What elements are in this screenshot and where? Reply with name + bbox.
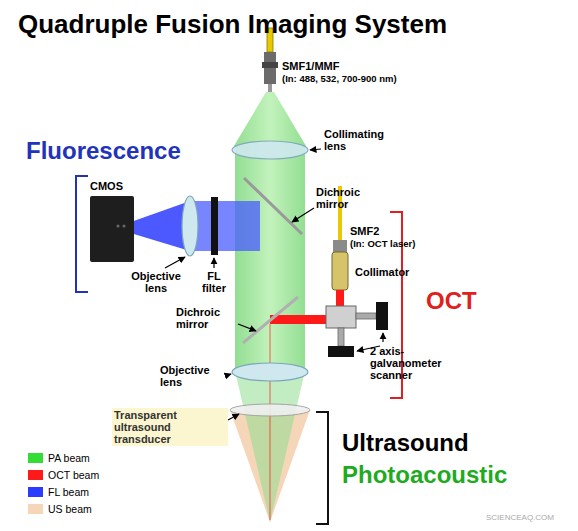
cmos-camera — [90, 196, 134, 262]
part-name: Collimating lens — [324, 128, 394, 152]
fiber-input: (In: OCT laser) — [350, 239, 415, 249]
part-name: Objective lens — [160, 364, 226, 388]
legend-swatch — [28, 487, 43, 497]
modality-name: Photoacoustic — [342, 462, 507, 488]
part-name: Dichroic mirror — [176, 306, 236, 330]
dichroic-mirror — [243, 297, 298, 343]
legend-label: US beam — [48, 503, 92, 515]
part-name: FL filter — [196, 270, 232, 294]
legend-label: OCT beam — [48, 469, 99, 481]
fiber-connector — [262, 62, 278, 68]
lens — [232, 363, 308, 381]
fiber-name: SMF1/MMF — [282, 60, 339, 72]
bracket — [316, 412, 328, 524]
part-name: Objective lens — [130, 270, 182, 294]
lens — [182, 196, 198, 256]
oct-beam — [270, 315, 328, 324]
part-name: 2 axis-galvanometer scanner — [370, 345, 460, 381]
fiber-tip — [268, 84, 272, 92]
galvo-motor — [328, 346, 354, 357]
modality-name: Ultrasound — [342, 430, 469, 456]
watermark: SCIENCEAQ.COM — [486, 514, 554, 523]
dichroic-mirror — [244, 178, 302, 234]
legend-swatch — [28, 453, 43, 463]
collimator — [333, 240, 347, 252]
galvo-motor — [376, 302, 388, 330]
legend-swatch — [28, 470, 43, 480]
galvanometer — [326, 306, 356, 328]
part-name: Collimator — [355, 266, 409, 278]
part-name: Transparent ultrasound transducer — [112, 408, 228, 446]
collimator — [332, 252, 348, 290]
fl-beam — [190, 201, 260, 251]
fiber-name: SMF2 — [350, 225, 379, 237]
legend-label: PA beam — [48, 452, 90, 464]
title: Quadruple Fusion Imaging System — [18, 10, 447, 39]
fiber-input: (In: 488, 532, 700-900 nm) — [282, 74, 397, 84]
bracket — [76, 176, 88, 292]
modality-name: Fluorescence — [26, 138, 181, 164]
legend-label: FL beam — [48, 486, 89, 498]
part-name: Dichroic mirror — [316, 186, 376, 210]
oct-beam — [269, 324, 271, 520]
fl-filter — [211, 197, 218, 255]
legend-entry: OCT beam — [28, 469, 99, 481]
legend-entry: US beam — [28, 503, 92, 515]
legend-swatch — [28, 504, 43, 514]
lens — [232, 141, 308, 159]
legend-entry: PA beam — [28, 452, 90, 464]
transducer — [230, 404, 310, 416]
leader-line — [165, 149, 383, 420]
pa-beam — [234, 92, 306, 146]
legend-entry: FL beam — [28, 486, 89, 498]
modality-name: OCT — [426, 288, 477, 314]
part-name: CMOS — [90, 180, 123, 192]
